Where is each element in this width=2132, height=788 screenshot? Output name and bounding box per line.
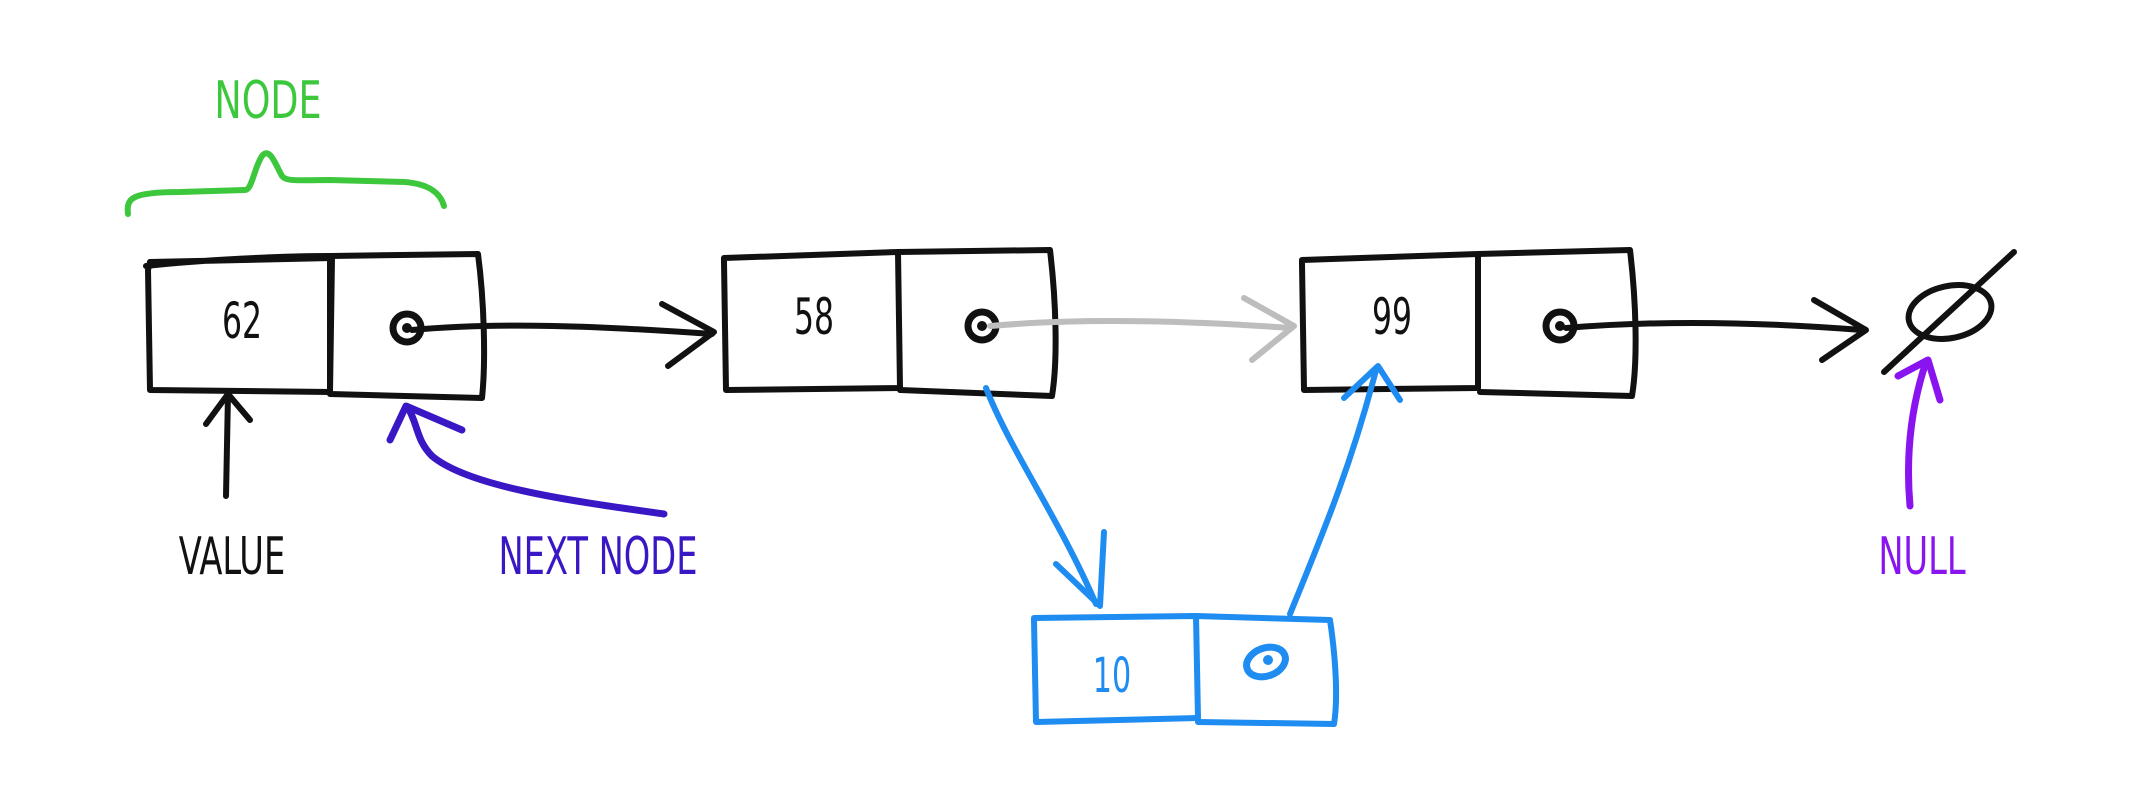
next-node-pointer-arrow: [386, 402, 668, 518]
node-3-value: 99: [1372, 289, 1412, 347]
null-symbol-icon: [1881, 249, 2017, 375]
inserted-node-value: 10: [1093, 648, 1131, 704]
node-2-value: 58: [794, 289, 834, 347]
value-label: VALUE: [179, 526, 285, 587]
inserted-node-value-cell: [1031, 613, 1201, 725]
link-arrow-1-2: [409, 301, 717, 369]
node-brace: [124, 150, 447, 217]
insert-arrow-2-to-new: [983, 385, 1107, 609]
node-1-pointer-cell: [327, 251, 488, 401]
node-2: 58: [721, 247, 1059, 399]
value-pointer-arrow: [203, 391, 253, 499]
node-2-pointer-cell: [895, 247, 1059, 399]
insert-arrow-new-to-3: [1287, 363, 1403, 617]
inserted-node: 10: [1031, 613, 1340, 727]
inserted-node-pointer-dot-icon: [1243, 643, 1289, 681]
next-node-label: NEXT NODE: [498, 526, 697, 587]
inserted-node-pointer-cell: [1193, 613, 1340, 727]
node-label: NODE: [214, 70, 321, 130]
node-2-value-cell: [721, 249, 903, 393]
node-3: 99: [1299, 247, 1639, 399]
replaced-link-arrow-2-3: [987, 295, 1297, 363]
node-1: 62: [143, 251, 488, 401]
null-label: NULL: [1878, 526, 1966, 587]
null-pointer-arrow: [1894, 356, 1944, 510]
node-3-value-cell: [1299, 251, 1481, 393]
node-1-value: 62: [222, 293, 262, 351]
link-arrow-3-null: [1563, 297, 1869, 363]
node-3-pointer-cell: [1475, 247, 1639, 399]
